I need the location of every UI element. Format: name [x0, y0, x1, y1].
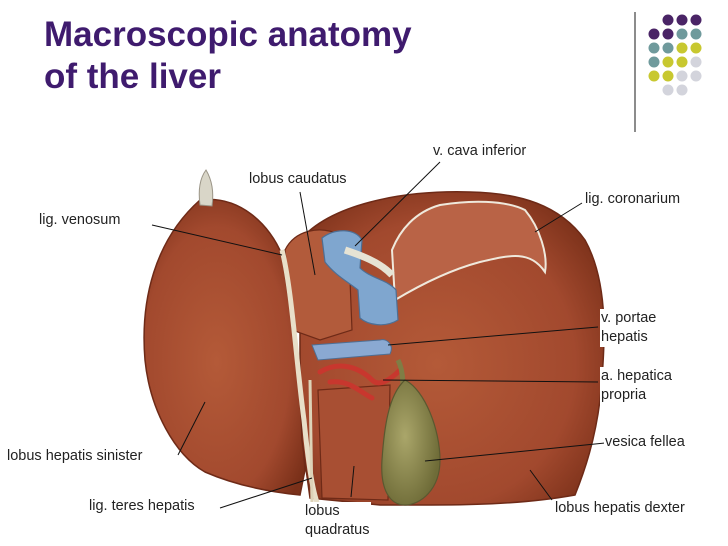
coronary-ligament [390, 200, 547, 302]
leader-lobus-quadratus [350, 465, 355, 498]
label-lobus-quadratus: lobus quadratus [304, 502, 371, 540]
leader-lobus-dexter [529, 469, 553, 501]
leader-lig-venosum [151, 224, 283, 256]
label-v-cava-inferior: v. cava inferior [432, 142, 528, 161]
label-a-hepatica-propria: a. hepatica propria [600, 367, 673, 405]
title-line-2: of the liver [44, 57, 221, 96]
decorative-dot [662, 14, 674, 26]
decorative-dot [662, 56, 674, 68]
decorative-dot [676, 70, 688, 82]
decorative-divider [634, 12, 636, 132]
decorative-dot [676, 28, 688, 40]
decorative-dot [662, 84, 674, 96]
decorative-dot [648, 56, 660, 68]
label-a-hepatica-line-2: propria [601, 387, 647, 403]
label-lig-teres-hepatis: lig. teres hepatis [88, 497, 196, 516]
decorative-dot [648, 70, 660, 82]
title-line-1: Macroscopic anatomy [44, 15, 412, 54]
decorative-dot [648, 28, 660, 40]
decorative-dot [690, 28, 702, 40]
decorative-dot [662, 70, 674, 82]
decorative-dot [690, 56, 702, 68]
ligament-teres [308, 379, 314, 506]
gallbladder [381, 379, 441, 506]
leader-lig-coronarium [534, 202, 583, 233]
leader-lig-teres [219, 477, 313, 509]
inferior-vena-cava [321, 230, 399, 326]
falciform-ligament [198, 169, 214, 207]
decorative-dot [662, 42, 674, 54]
left-lobe [143, 198, 306, 496]
leader-a-hepatica [382, 379, 599, 383]
label-lobus-hepatis-sinister: lobus hepatis sinister [6, 447, 144, 466]
decorative-dot [676, 56, 688, 68]
decorative-dot [690, 70, 702, 82]
label-lobus-quadratus-line-2: quadratus [305, 522, 370, 538]
decorative-dot [676, 14, 688, 26]
label-v-portae-hepatis: v. portae hepatis [600, 309, 658, 347]
decorative-dot [648, 42, 660, 54]
label-vesica-fellea: vesica fellea [604, 433, 686, 452]
leader-vesica-fellea [424, 442, 606, 462]
label-v-portae-line-2: hepatis [601, 329, 648, 345]
label-v-portae-line-1: v. portae [601, 310, 657, 326]
slide-title: Macroscopic anatomy of the liver [44, 14, 412, 98]
decorative-dot [676, 84, 688, 96]
leader-lobus-sinister [177, 401, 206, 456]
vena-cava-band [343, 246, 395, 278]
label-lig-venosum: lig. venosum [38, 211, 122, 230]
decorative-dot [690, 42, 702, 54]
leader-v-cava [354, 161, 441, 247]
decorative-dot [662, 28, 674, 40]
leader-lobus-caudatus [299, 191, 316, 276]
leader-lines [151, 161, 606, 509]
label-a-hepatica-line-1: a. hepatica [601, 368, 672, 384]
hepatic-artery [317, 363, 403, 401]
decorative-dot [690, 14, 702, 26]
label-lig-coronarium: lig. coronarium [584, 190, 682, 209]
label-lobus-caudatus: lobus caudatus [248, 170, 348, 189]
leader-v-portae [387, 326, 599, 346]
label-lobus-hepatis-dexter: lobus hepatis dexter [554, 499, 686, 518]
quadrate-lobe [317, 384, 391, 501]
decorative-dot [676, 42, 688, 54]
label-lobus-quadratus-line-1: lobus [305, 503, 340, 519]
